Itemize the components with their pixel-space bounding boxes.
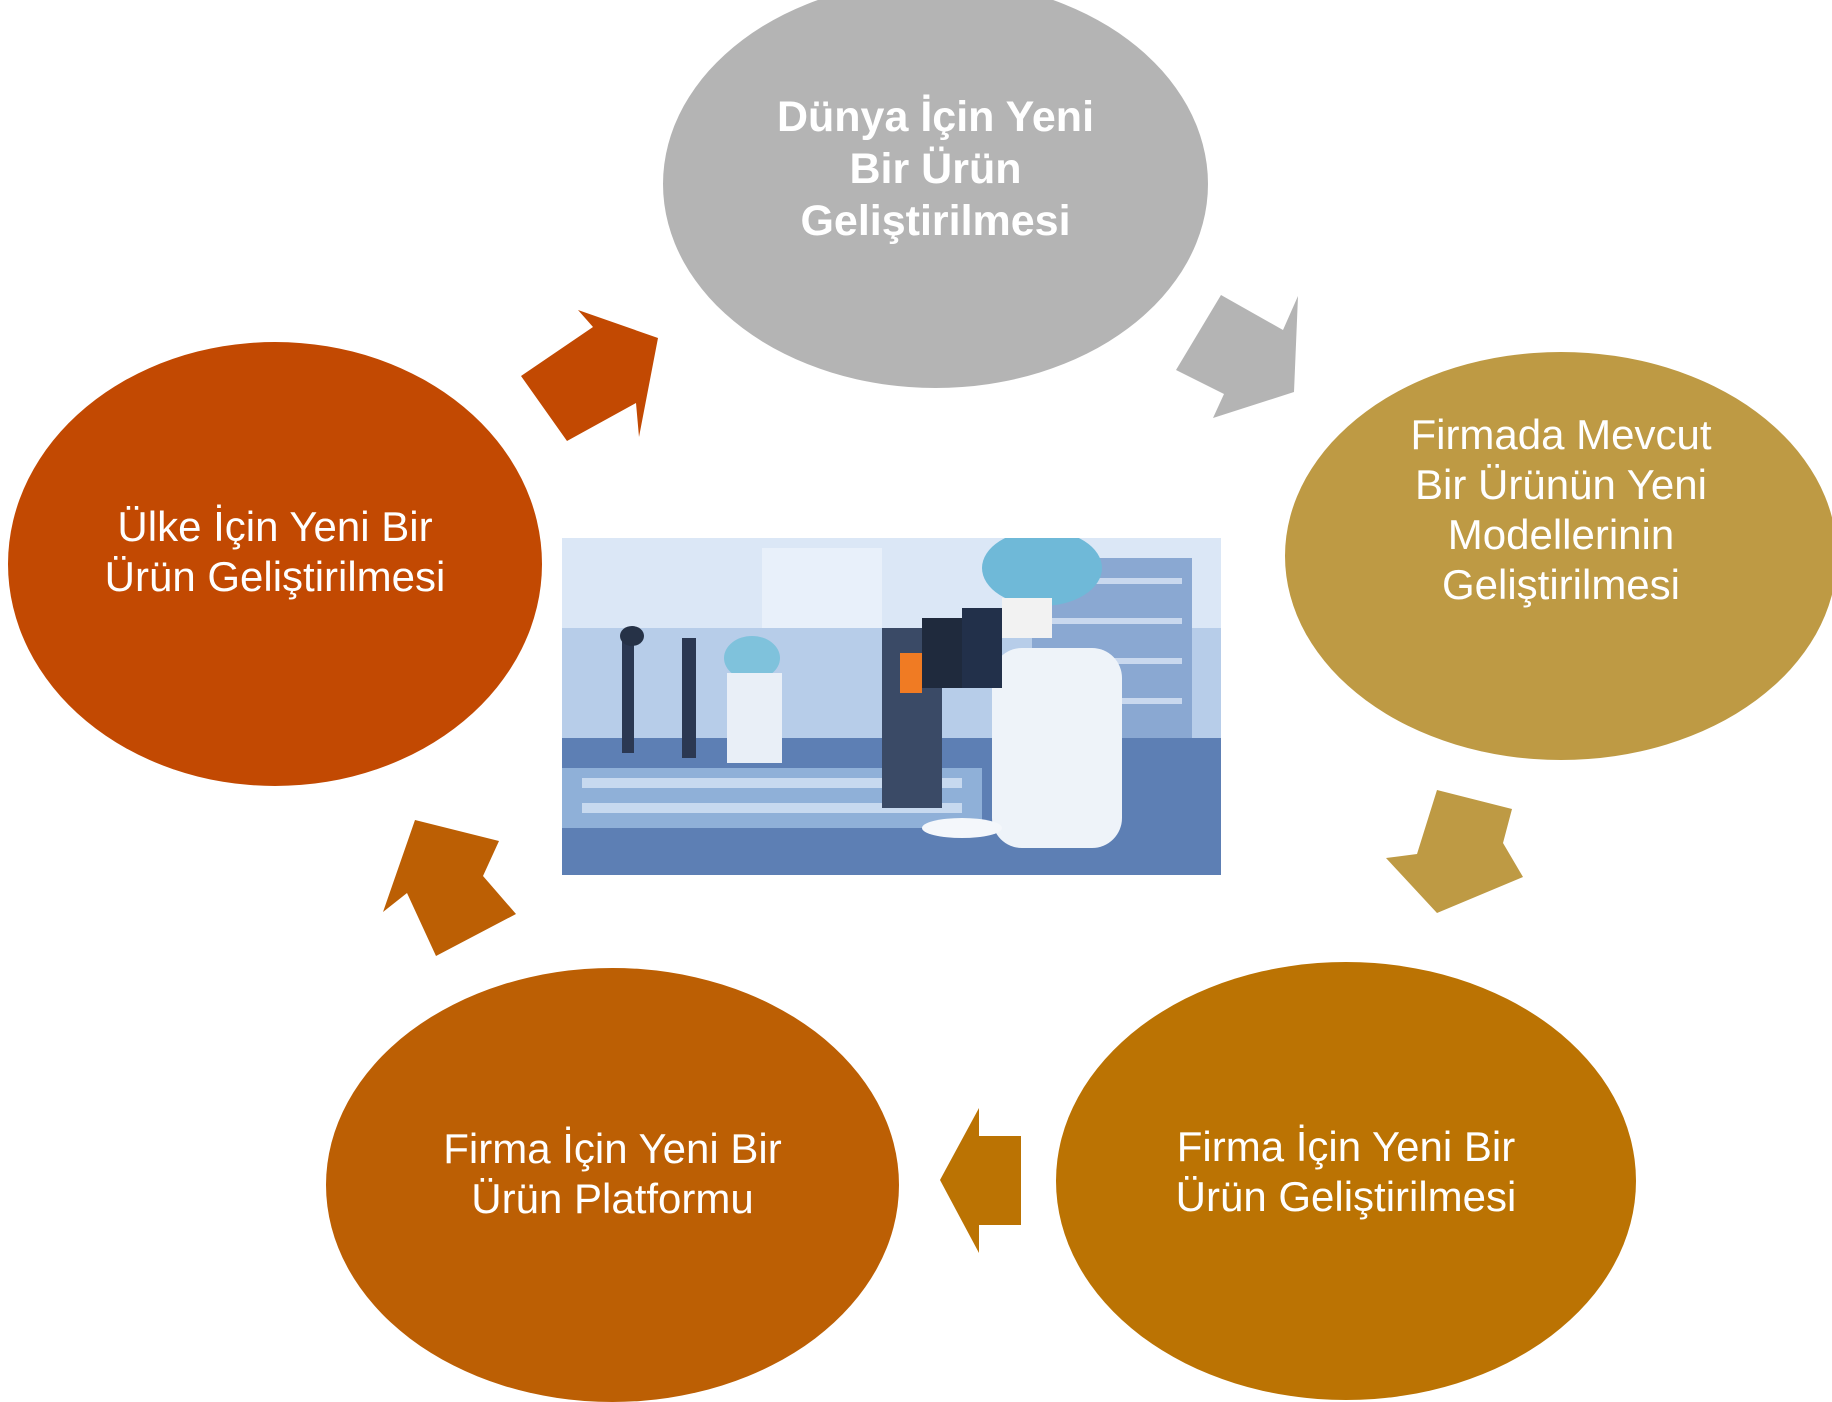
node-world-new-product: Dünya İçin Yeni Bir Ürün Geliştirilmesi	[663, 0, 1208, 388]
laboratory-photo	[562, 538, 1221, 875]
arrow-bottom-left-to-left	[383, 820, 516, 956]
node-company-new-product: Firma İçin Yeni Bir Ürün Geliştirilmesi	[1056, 962, 1636, 1400]
node-label-top: Dünya İçin Yeni Bir Ürün Geliştirilmesi	[776, 93, 1095, 245]
node-country-new-product: Ülke İçin Yeni Bir Ürün Geliştirilmesi	[8, 342, 542, 786]
node-label-bottom-left: Firma İçin Yeni Bir Ürün Platformu	[443, 1125, 782, 1222]
arrow-top-to-right	[1176, 295, 1298, 418]
node-label-bottom-right: Firma İçin Yeni Bir Ürün Geliştirilmesi	[1175, 1123, 1517, 1220]
node-existing-product-new-models: Firmada Mevcut Bir Ürünün Yeni Modelleri…	[1285, 352, 1832, 760]
arrow-bottom-right-to-bottom-left	[940, 1108, 1021, 1253]
node-company-new-platform: Firma İçin Yeni Bir Ürün Platformu	[326, 968, 899, 1402]
arrow-left-to-top	[521, 310, 658, 441]
node-label-right: Firmada Mevcut Bir Ürünün Yeni Modelleri…	[1410, 411, 1712, 608]
arrow-right-to-bottom-right	[1386, 790, 1523, 913]
node-label-left: Ülke İçin Yeni Bir Ürün Geliştirilmesi	[104, 503, 446, 600]
